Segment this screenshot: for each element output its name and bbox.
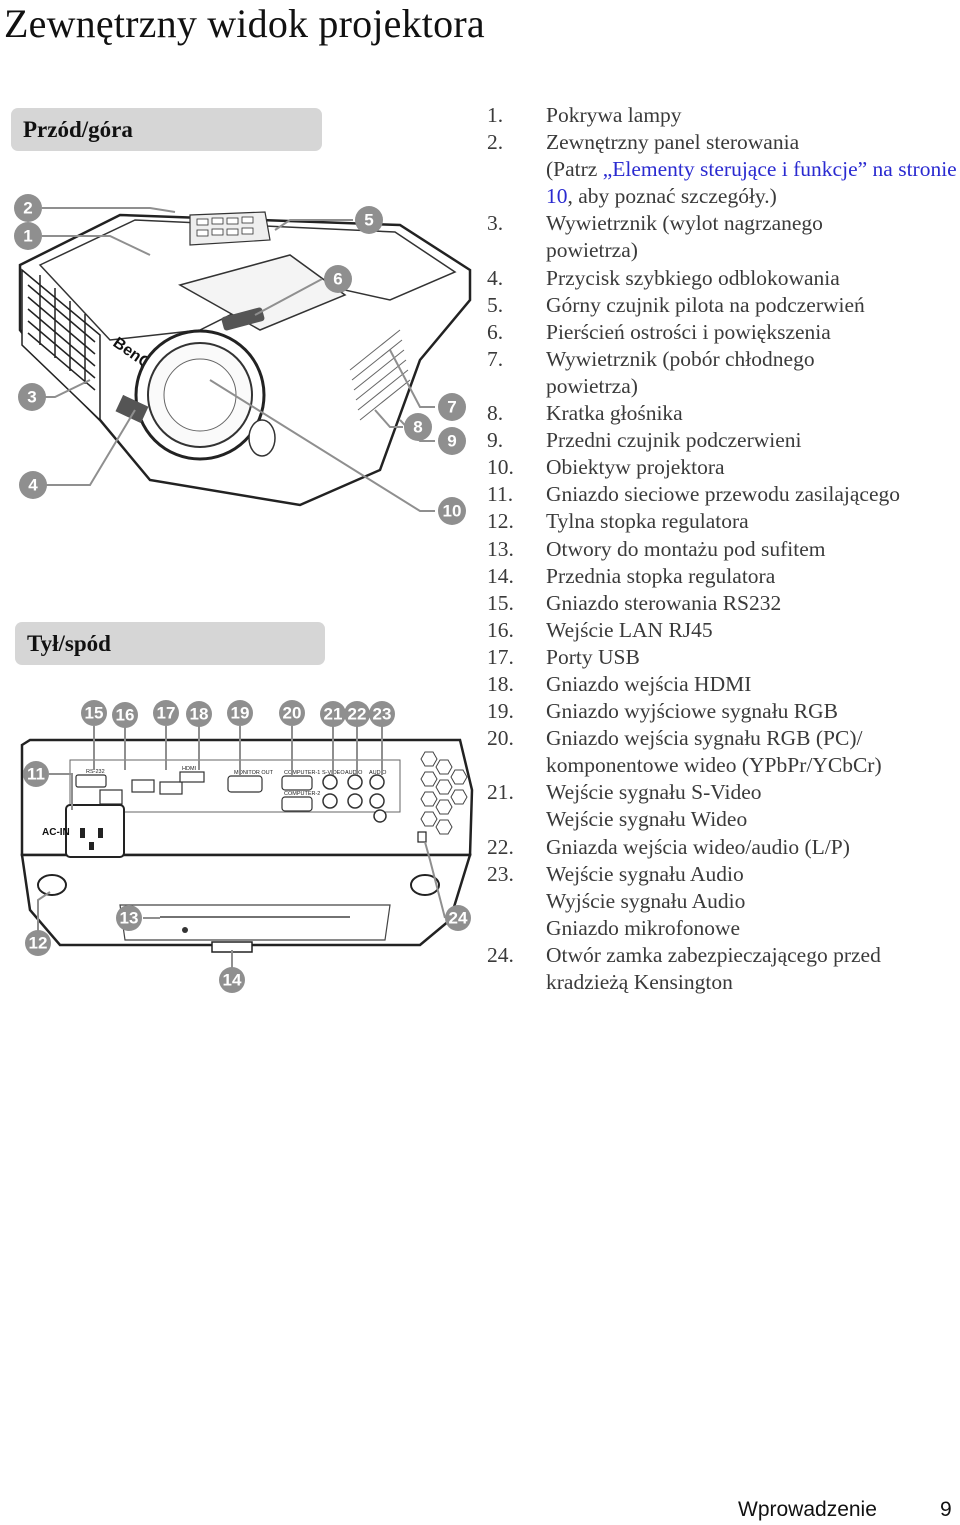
svg-text:20: 20 xyxy=(283,704,302,723)
callout-24: 24 xyxy=(445,905,471,931)
callout-22: 22 xyxy=(344,701,370,727)
svg-text:1: 1 xyxy=(23,227,32,246)
callout-12: 12 xyxy=(25,930,51,956)
callout-9: 9 xyxy=(438,427,466,455)
projector-front-illustration: BenQ 2 1 5 6 3 7 8 9 4 10 xyxy=(14,194,472,525)
projector-back-illustration: RS-232 HDMI MONITOR OUT COMPUTER-1 COMPU… xyxy=(20,700,474,993)
parts-list-item: 14.Przednia stopka regulatora xyxy=(487,563,776,588)
callout-7: 7 xyxy=(438,393,466,421)
svg-text:7: 7 xyxy=(447,398,456,417)
svg-text:5: 5 xyxy=(364,211,373,230)
parts-list-item: 2.Zewnętrzny panel sterowania (Patrz „El… xyxy=(487,130,957,209)
port-label-monitor-out: MONITOR OUT xyxy=(234,770,274,776)
callout-1: 1 xyxy=(14,222,42,250)
svg-text:2: 2 xyxy=(23,199,32,218)
parts-list-item: 13.Otwory do montażu pod sufitem xyxy=(487,536,826,561)
svg-text:8: 8 xyxy=(413,418,422,437)
parts-list-item: 11.Gniazdo sieciowe przewodu zasilająceg… xyxy=(487,482,900,507)
svg-text:6: 6 xyxy=(333,270,342,289)
svg-text:4: 4 xyxy=(28,476,38,495)
parts-list-item: 19.Gniazdo wyjściowe sygnału RGB xyxy=(487,699,839,724)
callout-17: 17 xyxy=(153,700,179,726)
parts-list-item: 9.Przedni czujnik podczerwieni xyxy=(487,428,802,453)
callout-10: 10 xyxy=(438,497,466,525)
callout-6: 6 xyxy=(324,265,352,293)
parts-list-item: 10.Obiektyw projektora xyxy=(487,455,725,480)
svg-text:22: 22 xyxy=(348,705,367,724)
parts-list-item: 12.Tylna stopka regulatora xyxy=(487,509,749,534)
parts-list-item: 4.Przycisk szybkiego odblokowania xyxy=(487,265,840,290)
page-title: Zewnętrzny widok projektora xyxy=(4,1,485,46)
callout-8: 8 xyxy=(404,413,432,441)
svg-text:10: 10 xyxy=(443,502,462,521)
svg-text:12: 12 xyxy=(29,934,48,953)
svg-text:3: 3 xyxy=(27,388,36,407)
cross-reference-link[interactable]: „Elementy sterujące i funkcje” na stroni… xyxy=(546,157,957,209)
parts-list-item: 15.Gniazdo sterowania RS232 xyxy=(487,590,782,615)
parts-list-item: 20.Gniazdo wejścia sygnału RGB (PC)/komp… xyxy=(487,726,882,778)
callout-13: 13 xyxy=(116,905,142,931)
parts-list: 1.Pokrywa lampy 2.Zewnętrzny panel stero… xyxy=(487,102,957,996)
port-label-computer-1: COMPUTER-1 xyxy=(284,770,320,776)
parts-list-item: 22.Gniazda wejścia wideo/audio (L/P) xyxy=(487,834,850,859)
front-top-section-tab: Przód/góra xyxy=(11,108,322,151)
svg-text:17: 17 xyxy=(157,704,176,723)
port-label-audio-out: AUDIO xyxy=(369,770,387,776)
port-label-hdmi: HDMI xyxy=(182,766,197,772)
callout-5: 5 xyxy=(355,206,383,234)
parts-list-item: 17.Porty USB xyxy=(487,644,640,669)
parts-list-item: 5.Górny czujnik pilota na podczerwień xyxy=(487,292,865,317)
callout-14: 14 xyxy=(219,967,245,993)
svg-text:9: 9 xyxy=(447,432,456,451)
parts-list-item: 6.Pierścień ostrości i powiększenia xyxy=(487,319,831,344)
svg-text:24: 24 xyxy=(449,909,468,928)
port-label-rs232: RS-232 xyxy=(86,769,105,775)
svg-text:11: 11 xyxy=(27,765,45,784)
port-label-computer-2: COMPUTER-2 xyxy=(284,791,320,797)
port-label-audio: AUDIO xyxy=(345,770,363,776)
callout-11: 11 xyxy=(23,761,49,787)
callout-18: 18 xyxy=(186,701,212,727)
svg-text:16: 16 xyxy=(116,706,135,725)
svg-text:14: 14 xyxy=(223,971,242,990)
parts-list-item: 8.Kratka głośnika xyxy=(487,401,683,426)
callout-23: 23 xyxy=(369,701,395,727)
callout-21: 21 xyxy=(320,701,346,727)
footer-page-number: 9 xyxy=(940,1498,952,1521)
callout-2: 2 xyxy=(14,194,42,222)
callout-3: 3 xyxy=(18,383,46,411)
svg-text:21: 21 xyxy=(324,705,343,724)
callout-19: 19 xyxy=(227,700,253,726)
svg-text:23: 23 xyxy=(373,705,392,724)
footer-section-label: Wprowadzenie xyxy=(738,1498,877,1521)
svg-text:19: 19 xyxy=(231,704,250,723)
parts-list-item: 1.Pokrywa lampy xyxy=(487,103,682,127)
callout-16: 16 xyxy=(112,702,138,728)
svg-text:15: 15 xyxy=(85,704,104,723)
callout-20: 20 xyxy=(279,700,305,726)
svg-text:13: 13 xyxy=(120,909,139,928)
parts-list-item: 18.Gniazdo wejścia HDMI xyxy=(487,671,752,696)
svg-text:18: 18 xyxy=(190,705,209,724)
back-bottom-section-tab: Tył/spód xyxy=(15,622,325,665)
parts-list-item: 16.Wejście LAN RJ45 xyxy=(487,617,713,642)
ac-in-label: AC-IN xyxy=(42,827,70,838)
callout-15: 15 xyxy=(81,700,107,726)
callout-4: 4 xyxy=(19,471,47,499)
